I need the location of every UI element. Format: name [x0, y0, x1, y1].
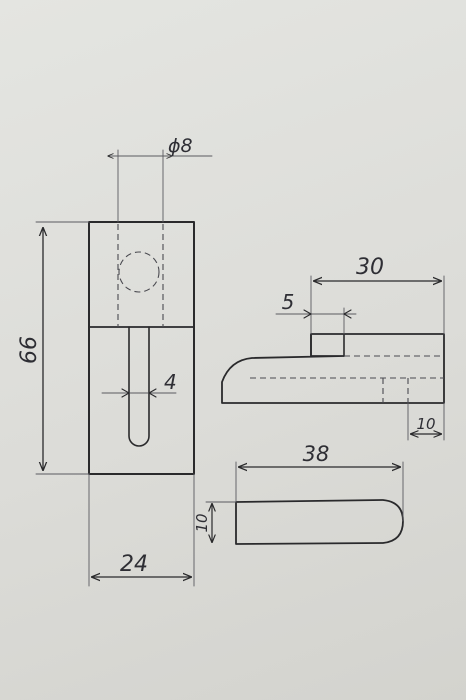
dimension-overall-height: 66: [17, 221, 90, 475]
dimension-label-38: 38: [303, 442, 330, 466]
dimension-side-length: 30: [310, 255, 445, 335]
dimension-slot-width: 4: [101, 370, 177, 398]
dimension-label-5: 5: [282, 290, 295, 314]
dimension-step-length: 5: [275, 290, 357, 335]
arrow-slot-left: [121, 388, 130, 398]
slot-outline: [128, 326, 150, 447]
arrow-slot-right: [148, 388, 157, 398]
bottom-view-outline: [235, 499, 404, 545]
front-view: [88, 221, 195, 475]
side-view-outline: [221, 333, 445, 404]
dimension-bottom-thickness: 10: [193, 501, 237, 542]
dimension-base-width: 24: [88, 473, 195, 587]
dimension-label-4: 4: [164, 370, 177, 394]
dimension-label-24: 24: [120, 552, 148, 577]
arrow-step-right: [343, 309, 352, 319]
dimension-bottom-length: 38: [235, 442, 404, 522]
dimension-label-30: 30: [356, 255, 384, 280]
front-view-outline: [88, 221, 195, 475]
bottom-view: [235, 499, 404, 545]
dimension-hole-diameter: ϕ8: [108, 135, 213, 223]
arrow-step-left: [303, 309, 312, 319]
dimension-label-phi8: ϕ8: [168, 135, 193, 157]
dimension-side-thickness: 10: [407, 402, 445, 441]
side-view: [221, 333, 445, 404]
dimension-label-10-side: 10: [416, 415, 435, 433]
hidden-hole-circle: [118, 251, 160, 293]
dimension-label-10-bottom: 10: [193, 513, 211, 532]
dimension-label-66: 66: [17, 336, 42, 364]
